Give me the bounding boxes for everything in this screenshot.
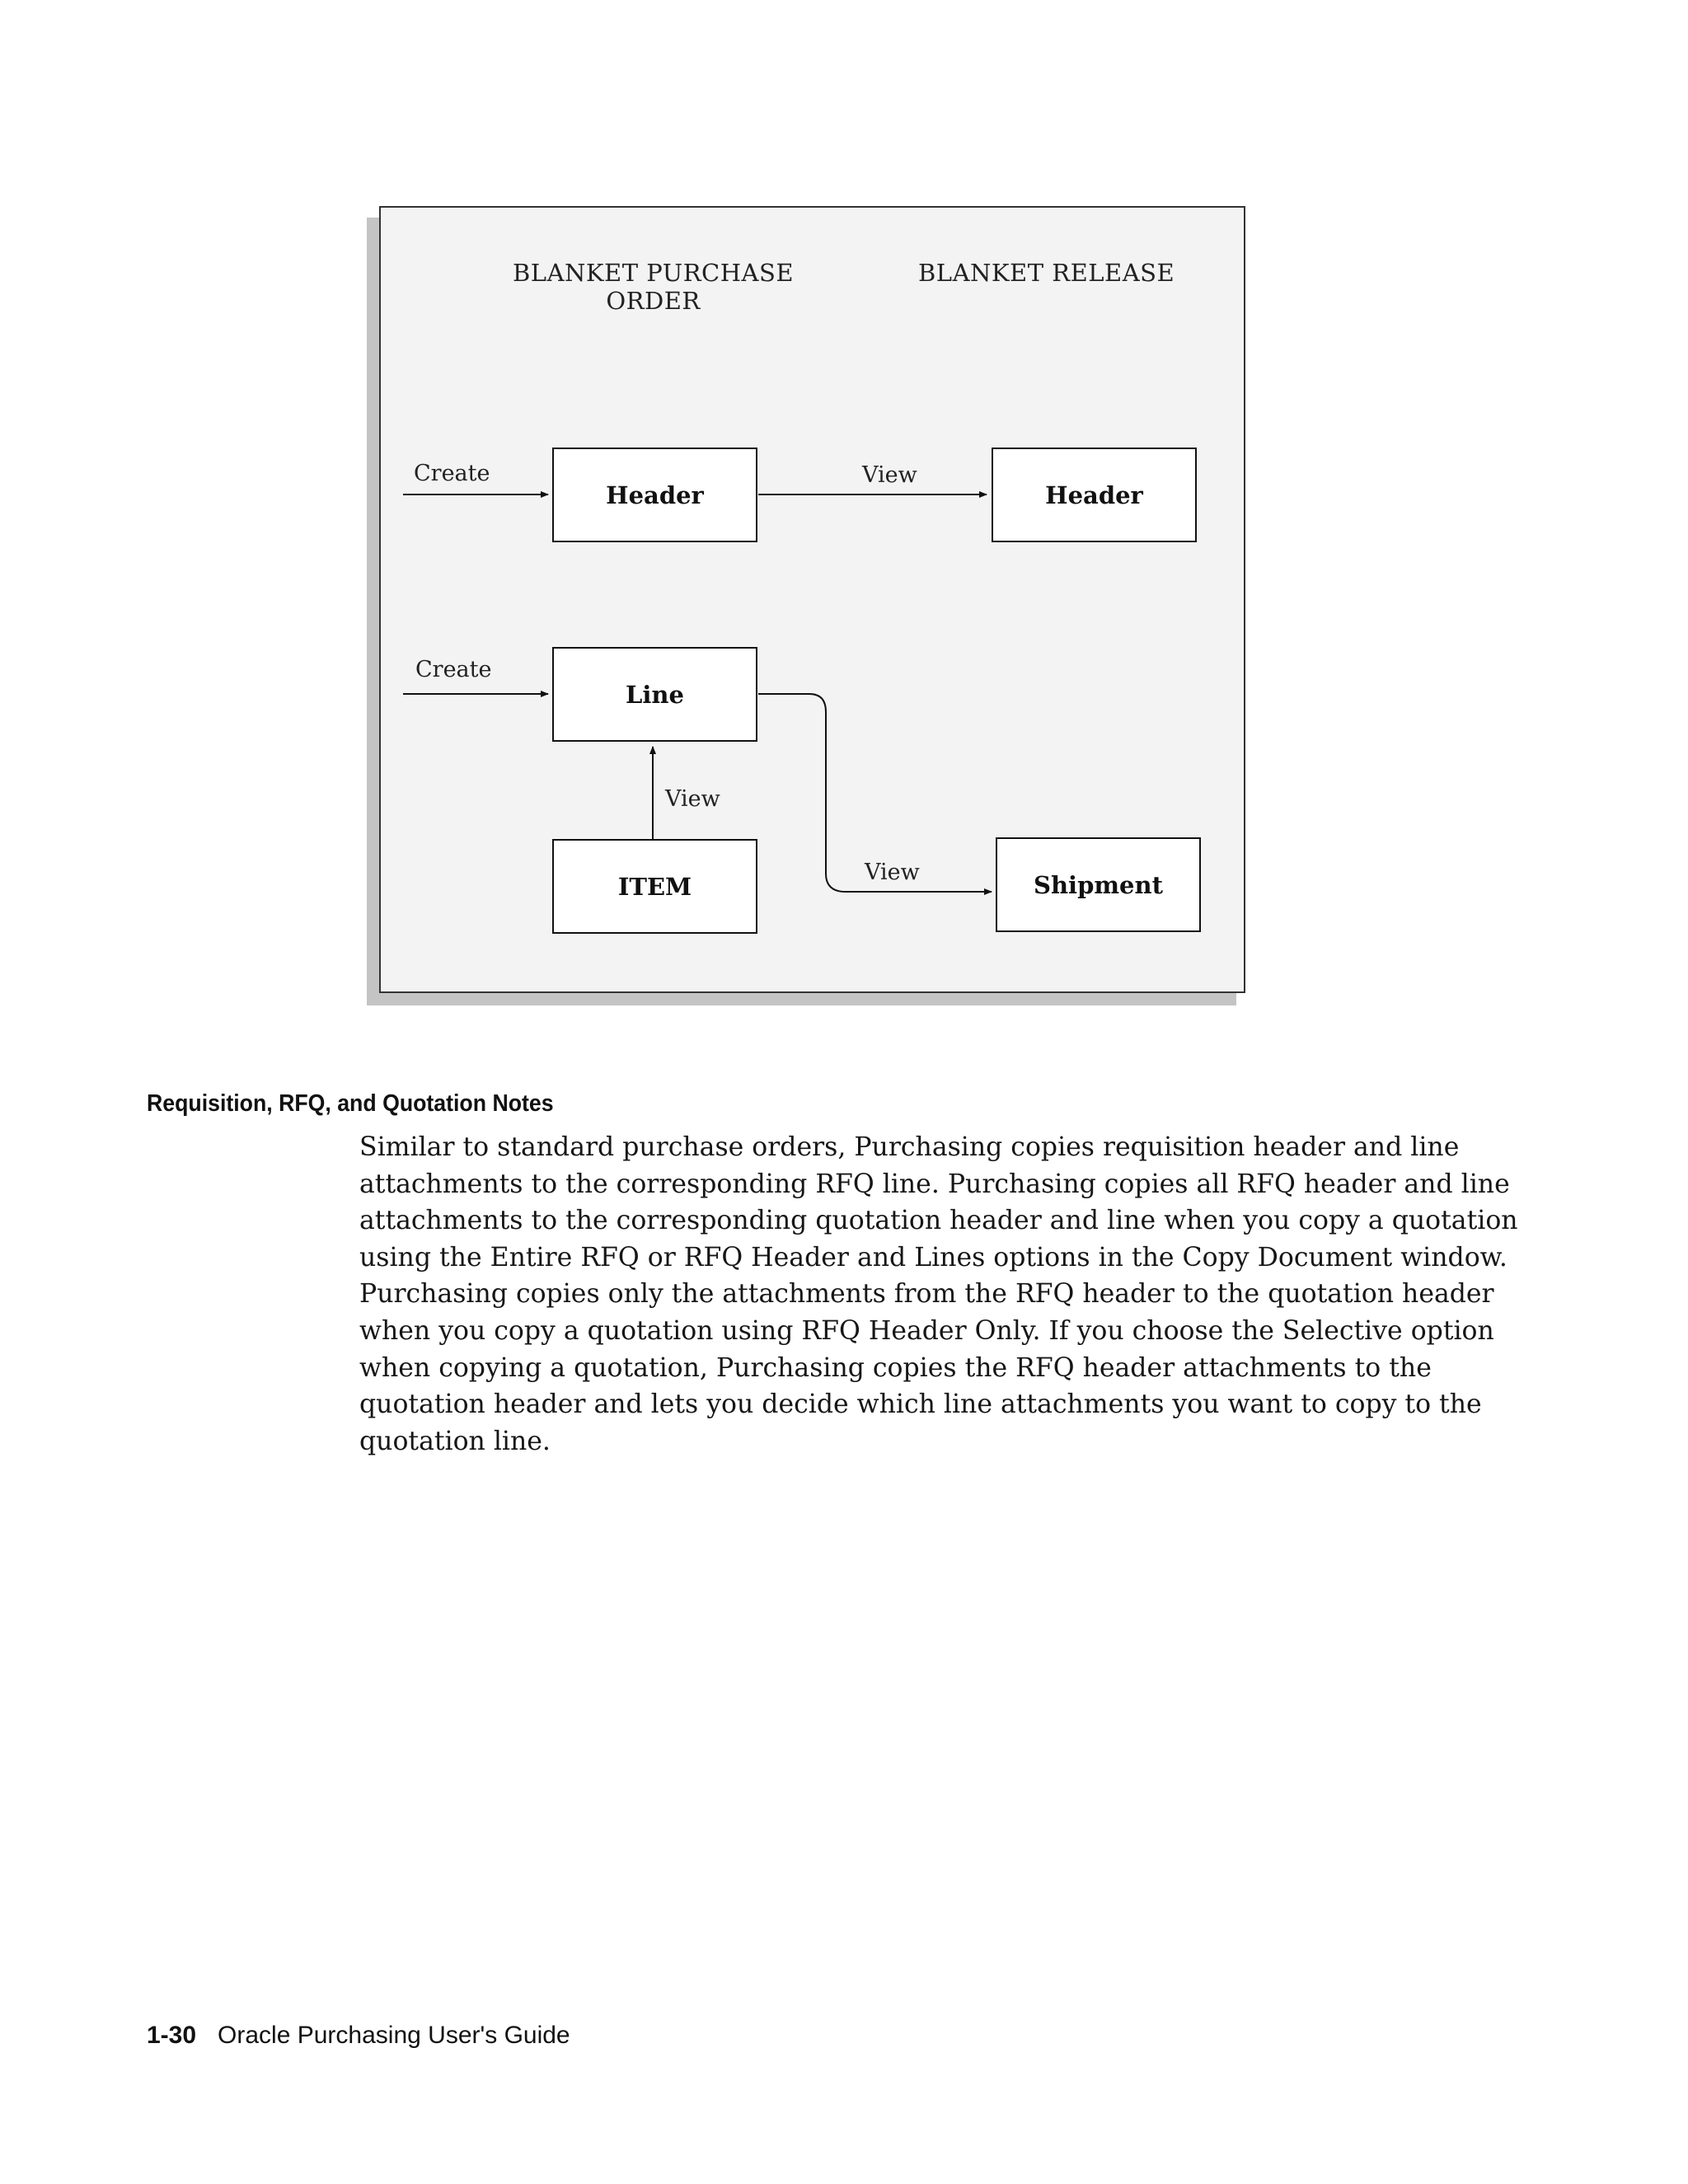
blanket-purchase-order-title: BLANKET PURCHASE ORDER bbox=[513, 259, 794, 315]
paragraph-line: Purchasing copies only the attachments f… bbox=[359, 1279, 1494, 1310]
blanket-release-title: BLANKET RELEASE bbox=[918, 259, 1175, 287]
paragraph-line: attachments to the corresponding RFQ lin… bbox=[359, 1169, 1510, 1199]
page-number: 1-30 bbox=[147, 2022, 197, 2049]
release-header-box: Header bbox=[992, 448, 1197, 542]
diagram-connectors bbox=[403, 491, 992, 895]
shipment-box: Shipment bbox=[996, 837, 1201, 932]
view-shipment-label: View bbox=[865, 860, 920, 885]
paragraph-line: attachments to the corresponding quotati… bbox=[359, 1206, 1518, 1236]
book-title: Oracle Purchasing User's Guide bbox=[218, 2022, 570, 2049]
line-box: Line bbox=[552, 647, 757, 742]
section-heading: Requisition, RFQ, and Quotation Notes bbox=[147, 1090, 554, 1117]
paragraph-line: Similar to standard purchase orders, Pur… bbox=[359, 1132, 1460, 1162]
item-box: ITEM bbox=[552, 839, 757, 934]
figure-frame: BLANKET PURCHASE ORDER BLANKET RELEASE H… bbox=[379, 206, 1245, 993]
paragraph-line: when you copy a quotation using RFQ Head… bbox=[359, 1315, 1494, 1346]
paragraph-line: quotation header and lets you decide whi… bbox=[359, 1390, 1482, 1420]
paragraph-line: when copying a quotation, Purchasing cop… bbox=[359, 1352, 1432, 1383]
blanket-release-diagram: BLANKET PURCHASE ORDER BLANKET RELEASE H… bbox=[367, 206, 1249, 1005]
page-footer: 1-30 Oracle Purchasing User's Guide bbox=[147, 2022, 570, 2050]
create-header-label: Create bbox=[414, 461, 490, 486]
po-header-box: Header bbox=[552, 448, 757, 542]
create-line-label: Create bbox=[415, 657, 492, 682]
paragraph-line: quotation line. bbox=[359, 1426, 551, 1456]
paragraph-line: using the Entire RFQ or RFQ Header and L… bbox=[359, 1242, 1507, 1272]
view-item-label: View bbox=[665, 786, 720, 812]
blanket-purchase-order-title-line-2: ORDER bbox=[606, 287, 701, 315]
blanket-purchase-order-title-line-1: BLANKET PURCHASE bbox=[513, 259, 795, 287]
view-shipment-arrow bbox=[758, 693, 992, 895]
view-header-label: View bbox=[862, 462, 917, 488]
section-paragraph: Similar to standard purchase orders, Pur… bbox=[359, 1129, 1518, 1460]
